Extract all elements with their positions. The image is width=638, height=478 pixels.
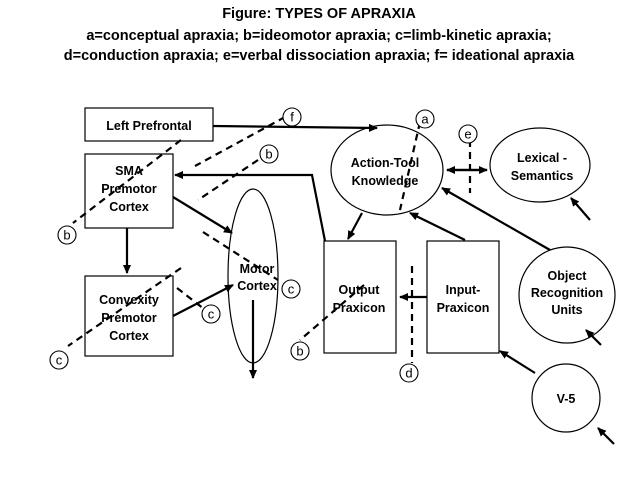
arrow-action-tool-to-output [347, 212, 363, 240]
arrow-into-object-recognition [585, 329, 602, 346]
sma-label-line-1: SMA [115, 164, 143, 178]
input-label-line-2: Praxicon [437, 301, 490, 315]
lesion-d-label: d [405, 366, 412, 381]
lesion-c-left-line [67, 267, 182, 347]
lesion-b-top-circle [259, 144, 279, 164]
lesion-c-convexity-label: c [208, 307, 215, 322]
lesion-b-bottom-label: b [296, 344, 303, 359]
output-praxicon-box [323, 240, 397, 354]
action-tool-label-line-2: Knowledge [352, 174, 419, 188]
v5-ellipse [531, 363, 601, 433]
sma-premotor-box [84, 153, 174, 229]
input-label-line-1: Input- [446, 283, 481, 297]
convexity-label-line-3: Cortex [109, 329, 149, 343]
lesion-c-motor-circle [281, 279, 301, 299]
lesion-f-line [194, 116, 286, 167]
object-recognition-ellipse [518, 246, 616, 344]
lesion-b-top-label: b [265, 147, 272, 162]
figure-legend-line-1: a=conceptual apraxia; b=ideomotor apraxi… [86, 28, 552, 44]
lesion-b-left-circle [57, 225, 77, 245]
arrow-input-to-action-tool [409, 212, 466, 241]
sma-label-line-2: Premotor [101, 182, 157, 196]
lesion-c-convexity-circle [201, 304, 221, 324]
lesion-c-motor-line [202, 231, 279, 281]
lesion-d-circle [399, 363, 419, 383]
object-label-line-3: Units [551, 303, 582, 317]
convexity-label-line-1: Convexity [99, 293, 159, 307]
arrow-sma-to-motor [172, 196, 233, 234]
arrow-convexity-to-motor [172, 284, 234, 317]
figure-legend-line-2: d=conduction apraxia; e=verbal dissociat… [63, 48, 575, 64]
object-label-line-1: Object [548, 269, 588, 283]
lexical-label-line-1: Lexical - [517, 151, 567, 165]
arrow-v5-to-input [499, 350, 536, 374]
lesion-e-label: e [464, 127, 471, 142]
lesion-b-bottom-circle [290, 341, 310, 361]
convexity-label-line-2: Premotor [101, 311, 157, 325]
lesion-c-left-label: c [56, 353, 63, 368]
action-tool-knowledge-ellipse [330, 124, 444, 216]
left-prefrontal-box [84, 107, 214, 142]
output-label-line-2: Praxicon [333, 301, 386, 315]
lesion-b-left-label: b [63, 228, 70, 243]
left-prefrontal-label: Left Prefrontal [106, 119, 191, 133]
v5-label: V-5 [557, 392, 576, 406]
lesion-e-circle [458, 124, 478, 144]
lesion-a-label: a [421, 112, 429, 127]
lesion-a-line [398, 121, 422, 211]
lesion-c-convexity-line [176, 287, 205, 310]
figure-title: Figure: TYPES OF APRAXIA [222, 6, 416, 22]
output-label-line-1: Output [339, 283, 381, 297]
sma-label-line-3: Cortex [109, 200, 149, 214]
lesion-b-left-line [72, 139, 182, 224]
lesion-c-left-circle [49, 350, 69, 370]
arrow-output-to-sma [174, 171, 327, 242]
arrow-into-lexical [570, 197, 591, 221]
lesion-b-top-line [197, 159, 259, 201]
lesion-c-motor-label: c [288, 282, 295, 297]
lesion-f-label: f [290, 110, 294, 125]
lexical-semantics-ellipse [489, 127, 591, 203]
arrow-object-to-action-tool [441, 187, 551, 251]
motor-label-line-1: Motor [240, 262, 275, 276]
convexity-premotor-box [84, 275, 174, 357]
arrow-into-v5 [597, 427, 615, 445]
input-praxicon-box [426, 240, 500, 354]
lesion-f-circle [282, 107, 302, 127]
lesion-a-circle [415, 109, 435, 129]
arrow-prefrontal-to-action-tool [212, 123, 378, 132]
action-tool-label-line-1: Action-Tool [351, 156, 420, 170]
lesion-b-bottom-line [299, 284, 365, 341]
motor-label-line-2: Cortex [237, 279, 277, 293]
object-label-line-2: Recognition [531, 286, 603, 300]
lexical-label-line-2: Semantics [511, 169, 574, 183]
